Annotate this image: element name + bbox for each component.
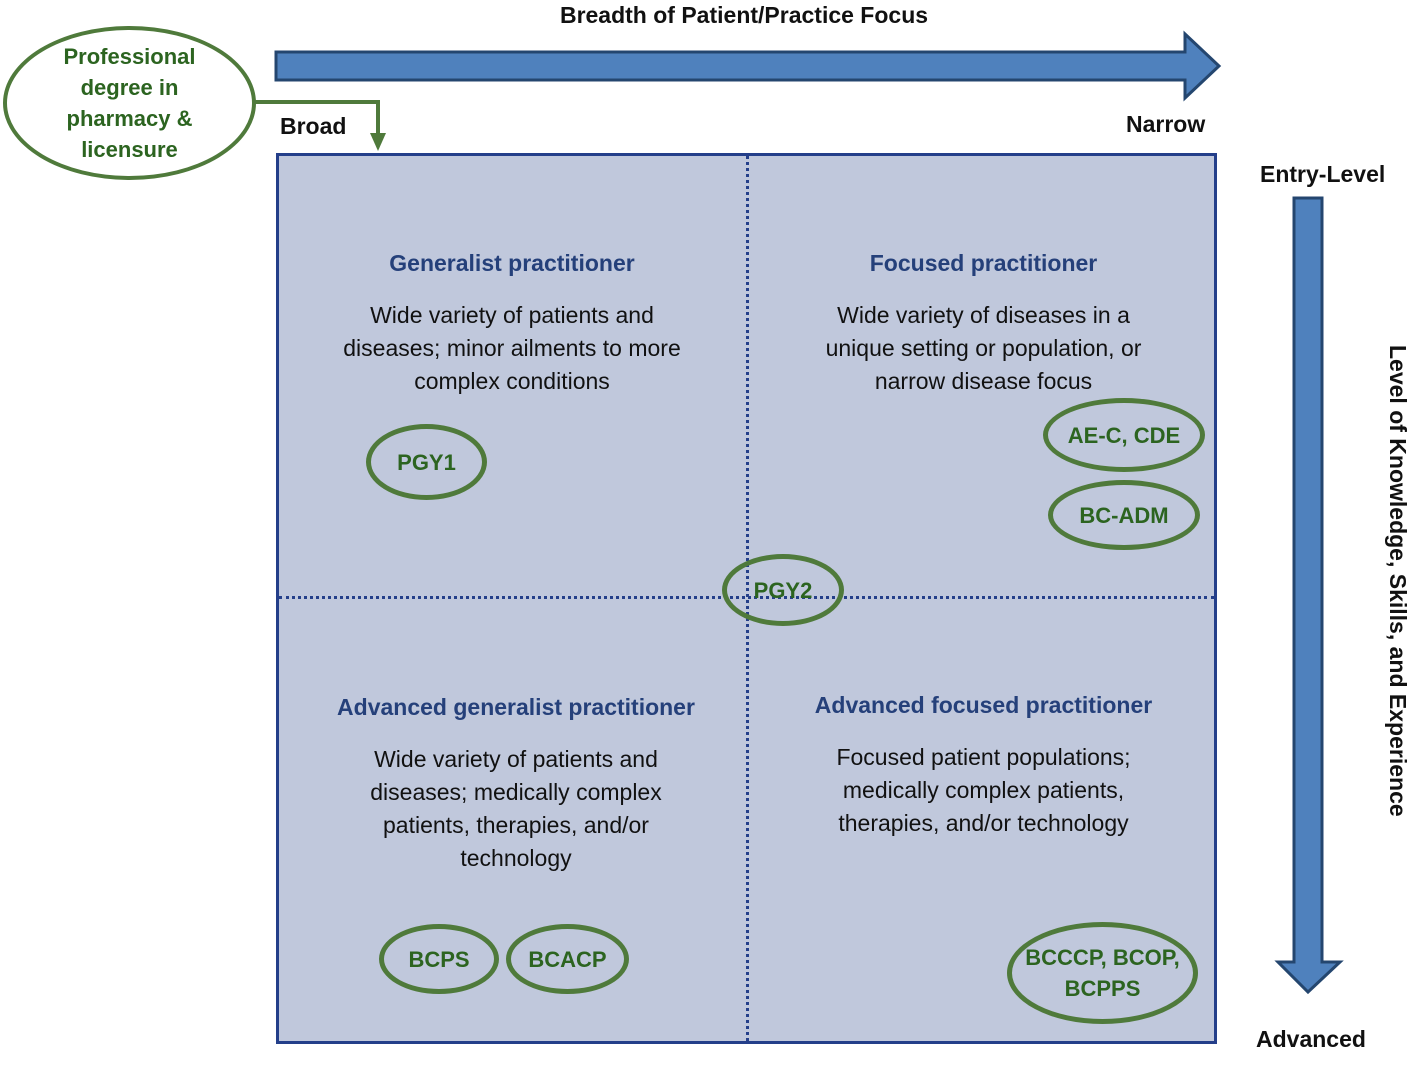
entry-level-label: Entry-Level: [1260, 161, 1386, 187]
quadrant-desc-line: Wide variety of patients and: [370, 302, 654, 328]
connector-arrow: [254, 100, 386, 151]
quadrant-title: Advanced focused practitioner: [814, 692, 1153, 718]
credential-label: AE-C, CDE: [1067, 422, 1181, 448]
credential-bcacp: BCACP: [506, 924, 629, 994]
credential-bcps: BCPS: [379, 924, 499, 994]
quadrant-title: Focused practitioner: [869, 250, 1098, 276]
quadrant-desc-line: unique setting or population, or: [825, 335, 1142, 361]
credential-pgy1: PGY1: [366, 424, 487, 500]
degree-line-4: licensure: [81, 137, 178, 162]
credential-aec-cde: AE-C, CDE: [1043, 398, 1205, 472]
quadrant-title: Generalist practitioner: [389, 250, 635, 276]
credential-label: BCPPS: [1064, 976, 1141, 1001]
quadrant-desc-line: technology: [460, 845, 572, 871]
quadrant-desc-line: Wide variety of diseases in a: [837, 302, 1130, 328]
horizontal-arrow: [274, 30, 1222, 102]
quadrant-title: Advanced generalist practitioner: [337, 694, 695, 720]
advanced-label: Advanced: [1256, 1026, 1366, 1052]
quadrant-desc-line: Wide variety of patients and: [374, 746, 658, 772]
quadrant-desc-line: medically complex patients,: [842, 777, 1125, 803]
degree-line-3: pharmacy &: [66, 106, 193, 131]
vertical-arrow: [1274, 196, 1344, 995]
narrow-label: Narrow: [1126, 111, 1206, 137]
credential-pgy2: PGY2: [722, 554, 844, 626]
quadrant-desc-line: complex conditions: [414, 368, 610, 394]
quadrant-desc-line: diseases; medically complex: [370, 779, 662, 805]
credential-label: BC-ADM: [1079, 502, 1169, 528]
credential-label: BCACP: [528, 946, 607, 972]
quadrant-generalist: Generalist practitioner Wide variety of …: [286, 250, 738, 398]
quadrant-desc-line: Focused patient populations;: [836, 744, 1131, 770]
quadrant-desc-line: diseases; minor ailments to more: [343, 335, 681, 361]
broad-label: Broad: [280, 113, 347, 139]
degree-line-1: Professional: [63, 44, 196, 69]
credential-bcadm: BC-ADM: [1048, 480, 1200, 550]
quadrant-desc-line: therapies, and/or technology: [838, 810, 1129, 836]
quadrant-advanced-focused: Advanced focused practitioner Focused pa…: [756, 692, 1211, 840]
horizontal-axis-title: Breadth of Patient/Practice Focus: [559, 2, 929, 28]
credential-label: PGY2: [753, 577, 813, 603]
credential-label: BCPS: [408, 946, 470, 972]
quadrant-desc-line: narrow disease focus: [874, 368, 1093, 394]
credential-specialty-group: BCCCP, BCOP, BCPPS: [1007, 922, 1198, 1024]
quadrant-advanced-generalist: Advanced generalist practitioner Wide va…: [286, 694, 746, 875]
degree-line-2: degree in: [80, 75, 179, 100]
professional-degree-node: Professional degree in pharmacy & licens…: [3, 26, 256, 180]
vertical-axis-title: Level of Knowledge, Skills, and Experien…: [1385, 345, 1411, 817]
credential-label: PGY1: [397, 449, 456, 475]
quadrant-desc-line: patients, therapies, and/or: [383, 812, 649, 838]
quadrant-focused: Focused practitioner Wide variety of dis…: [756, 250, 1211, 398]
credential-label: BCCCP, BCOP,: [1025, 945, 1180, 970]
